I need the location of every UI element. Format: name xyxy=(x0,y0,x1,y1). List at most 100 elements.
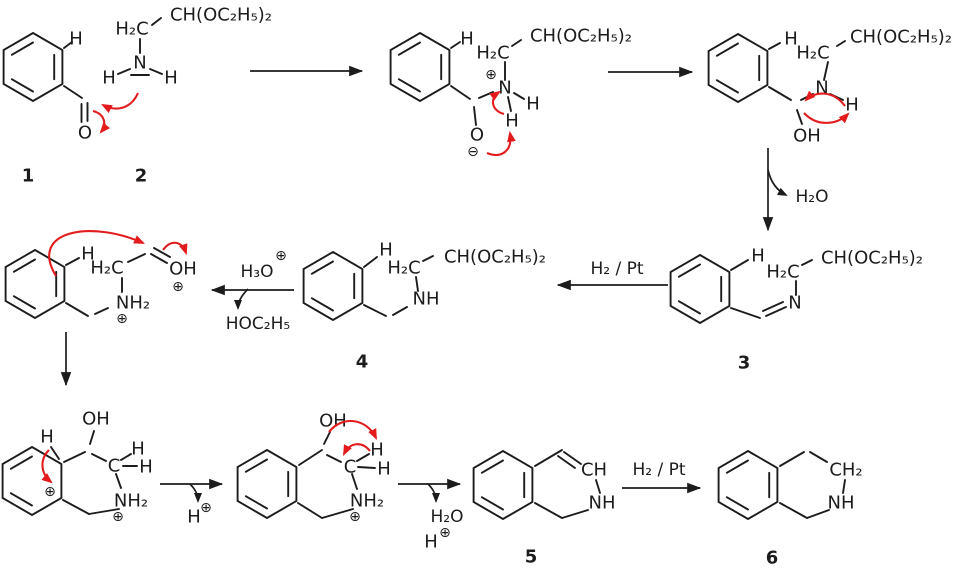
nh-down-label: H xyxy=(505,111,519,132)
oxocarbenium-oh-label: OH xyxy=(169,259,197,280)
benzene-ring xyxy=(2,32,64,102)
mechanism-arrow-nh-bond xyxy=(489,90,505,116)
c3-h-right-label: H xyxy=(377,459,391,480)
bonds xyxy=(768,40,846,125)
benzene-ring xyxy=(236,449,298,519)
bonds xyxy=(363,255,434,317)
compound-number-6: 6 xyxy=(766,548,779,569)
ortho-h-label: H xyxy=(784,29,798,50)
c3-h-top-label: H xyxy=(131,439,145,460)
mechanism-arrow-elimination-2 xyxy=(343,443,371,456)
intermediate-zwitterion: H H₂C CH(OC₂H₅)₂ ⊕ N H H O ⊖ xyxy=(389,26,632,160)
nh2-label: NH₂ xyxy=(350,491,384,512)
c3-label: C xyxy=(344,457,357,478)
benzene-ring xyxy=(707,33,769,103)
imine-n-label: N xyxy=(788,293,801,314)
nh2-label: NH₂ xyxy=(114,491,148,512)
ch2-label: H₂C xyxy=(115,19,148,40)
mechanism-arrow-elimination-1 xyxy=(328,419,377,440)
mechanism-arrow-proton-1 xyxy=(804,90,846,107)
ch2-label: H₂C xyxy=(766,262,799,283)
alkoxide-o-label: O xyxy=(470,125,484,146)
mechanism-arrow-proton-2 xyxy=(803,112,850,124)
carbonyl-o-label: O xyxy=(78,123,92,144)
bonds xyxy=(297,431,376,519)
n-label: N xyxy=(815,78,828,99)
byproduct-branch-arrow xyxy=(427,483,440,503)
compound-number-2: 2 xyxy=(135,166,148,187)
byproduct-branch-arrow xyxy=(767,169,788,196)
n-plus-charge: ⊕ xyxy=(485,67,497,83)
n-label: N xyxy=(498,78,511,99)
intermediate-hydroxy-ammonium: OH C H H NH₂ ⊕ xyxy=(236,411,391,525)
benzene-ring xyxy=(717,450,779,520)
nh-left-label: H xyxy=(102,68,116,89)
nh-right-label: H xyxy=(526,94,540,115)
bonds xyxy=(730,259,813,319)
n-plus-charge: ⊕ xyxy=(349,509,361,525)
ch2-label: H₂C xyxy=(387,258,420,279)
acetal-label: CH(OC₂H₅)₂ xyxy=(170,5,272,26)
c3-h-right-label: H xyxy=(139,457,153,478)
oh-label: OH xyxy=(82,409,110,430)
proton-loss-plus: ⊕ xyxy=(200,500,212,516)
n-plus-charge: ⊕ xyxy=(116,311,128,327)
compound-3-imine: H H₂C CH(OC₂H₅)₂ N 3 xyxy=(669,246,923,374)
nh-label: NH xyxy=(828,493,855,514)
ethanol-loss-label: HOC₂H₅ xyxy=(226,314,290,334)
ch2-label: H₂C xyxy=(796,43,829,64)
benzene-ring xyxy=(669,254,731,324)
intermediate-carbinolamine: H H₂C CH(OC₂H₅)₂ N H OH xyxy=(707,27,952,147)
compound-4-benzylamine-acetal: H H₂C CH(OC₂H₅)₂ NH 4 xyxy=(302,240,546,373)
compound-1-benzaldehyde: H O 1 xyxy=(2,29,92,187)
mechanism-arrow-n-attack xyxy=(101,92,139,114)
water-loss-label: H₂O xyxy=(431,507,464,527)
bonds xyxy=(534,449,601,519)
proton-loss-h: H xyxy=(187,507,201,528)
mechanism-arrow-co-shift xyxy=(92,109,111,134)
bonds xyxy=(63,41,89,123)
mechanism-arrow-rearomatize xyxy=(41,449,53,484)
acetal-label: CH(OC₂H₅)₂ xyxy=(821,248,923,269)
o-minus-charge: ⊖ xyxy=(467,144,479,160)
nh2-label: NH₂ xyxy=(116,293,150,314)
compound-number-1: 1 xyxy=(22,166,35,187)
ch2-label: CH₂ xyxy=(829,460,862,481)
acetal-label: CH(OC₂H₅)₂ xyxy=(444,247,546,268)
ortho-h-label: H xyxy=(81,244,95,265)
ortho-h-label: H xyxy=(751,246,765,267)
byproduct-branch-arrow xyxy=(234,288,249,310)
ch-label: CH xyxy=(581,460,607,481)
acetal-label: CH(OC₂H₅)₂ xyxy=(850,27,952,48)
benzene-ring xyxy=(472,450,534,520)
compound-5-dihydroisoquinoline: CH NH 5 xyxy=(472,449,616,568)
byproduct-branch-arrow xyxy=(189,483,202,503)
oh-label: OH xyxy=(319,411,347,432)
nh-label: H xyxy=(845,95,859,116)
bonds xyxy=(65,247,171,317)
ortho-h-label: H xyxy=(69,29,83,50)
water-loss-label: H₂O xyxy=(796,187,829,207)
acetal-label: CH(OC₂H₅)₂ xyxy=(530,26,632,47)
bonds xyxy=(779,451,846,519)
nh-label: NH xyxy=(413,289,440,310)
ch2-label: H₂C xyxy=(476,43,509,64)
hydronium-label: H₃O xyxy=(241,262,274,282)
compound-number-4: 4 xyxy=(356,352,369,373)
proton-loss-plus: ⊕ xyxy=(439,525,451,541)
n-plus-charge: ⊕ xyxy=(112,509,124,525)
hydronium-plus-charge: ⊕ xyxy=(275,248,287,264)
oh-label: OH xyxy=(793,126,821,147)
n-label: N xyxy=(133,53,146,74)
oh-plus-charge: ⊕ xyxy=(172,279,184,295)
mechanism-arrow-co-shift xyxy=(162,241,188,256)
compound-6-tetrahydroisoquinoline: CH₂ NH 6 xyxy=(717,450,863,569)
h2-pt-label: H₂ / Pt xyxy=(590,259,643,279)
nh-label: NH xyxy=(589,493,616,514)
bonds xyxy=(50,430,138,515)
c3-label: C xyxy=(108,456,121,477)
compound-number-5: 5 xyxy=(525,547,538,568)
bonds xyxy=(450,39,525,126)
benzene-ring xyxy=(302,251,364,321)
